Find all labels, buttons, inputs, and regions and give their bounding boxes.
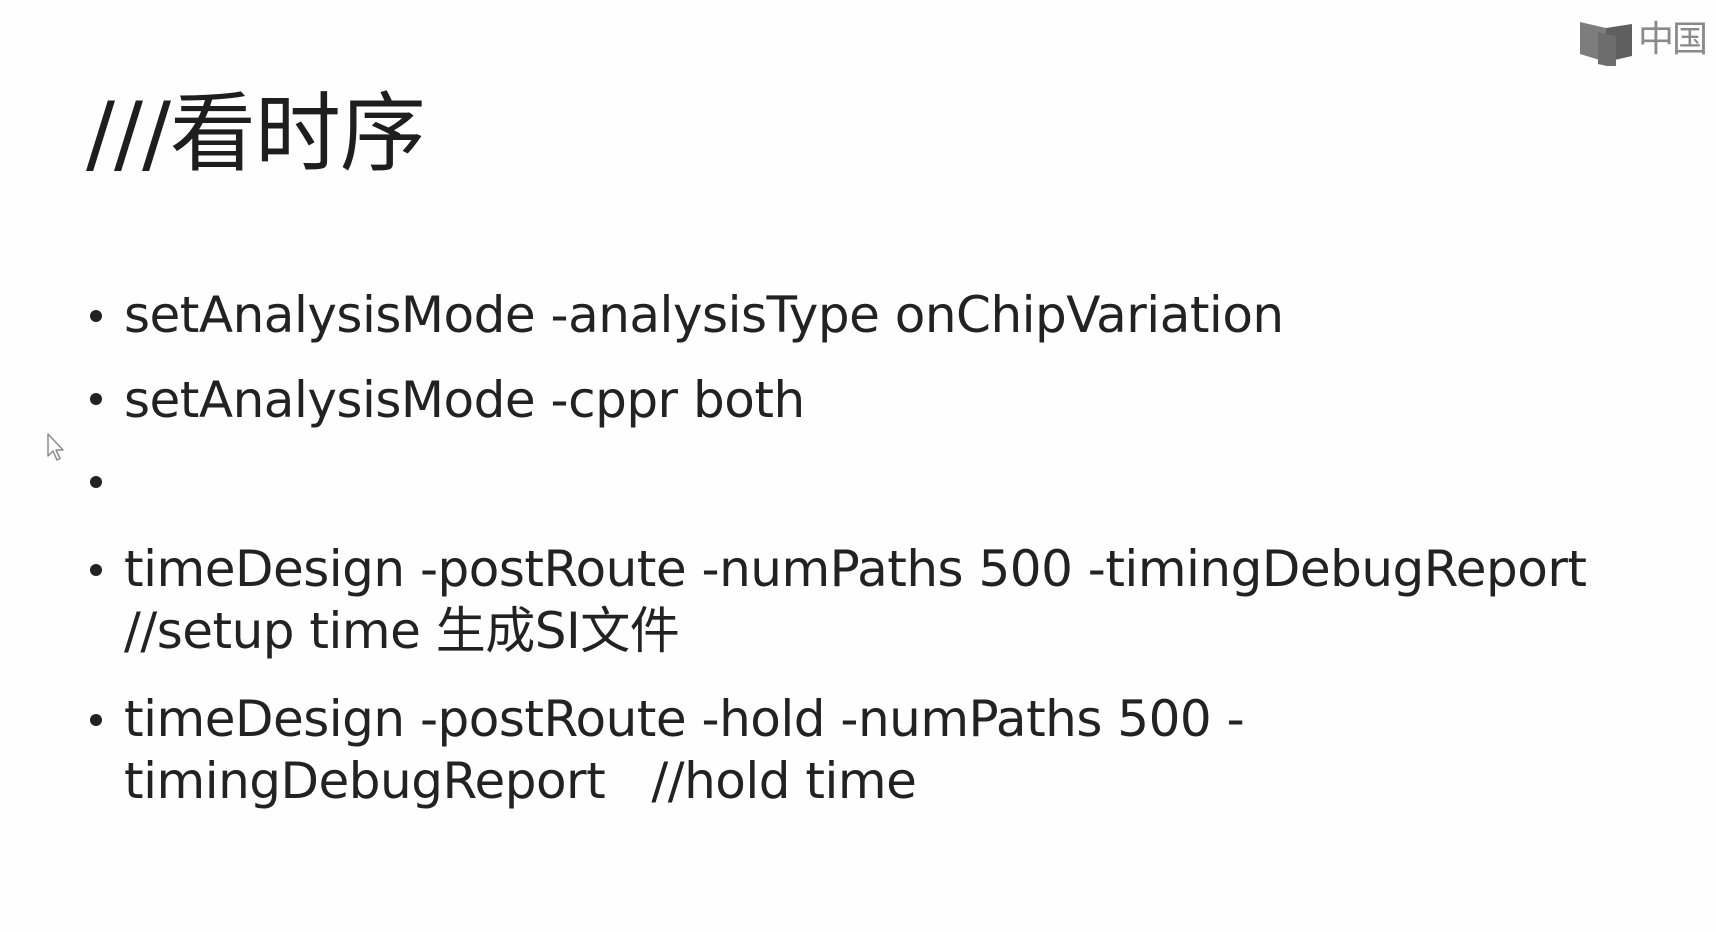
bullet-dot	[90, 714, 102, 726]
bullet-text: setAnalysisMode -cppr both	[124, 371, 805, 429]
bullet-dot	[90, 476, 102, 488]
bullet-dot	[90, 310, 102, 322]
logo-text: 中国	[1638, 19, 1708, 60]
book-logo-icon	[1580, 22, 1632, 66]
bullet-text: setAnalysisMode -analysisType onChipVari…	[124, 286, 1284, 344]
bullet-text: timeDesign -postRoute -numPaths 500 -tim…	[124, 540, 1587, 660]
slide-title: ///看时序	[86, 84, 426, 184]
site-logo: 中国	[1576, 18, 1712, 66]
bullet-dot	[90, 393, 102, 405]
bullet-dot	[90, 564, 102, 576]
bullet-text: timeDesign -postRoute -hold -numPaths 50…	[124, 690, 1245, 810]
mouse-pointer-icon	[47, 433, 64, 461]
